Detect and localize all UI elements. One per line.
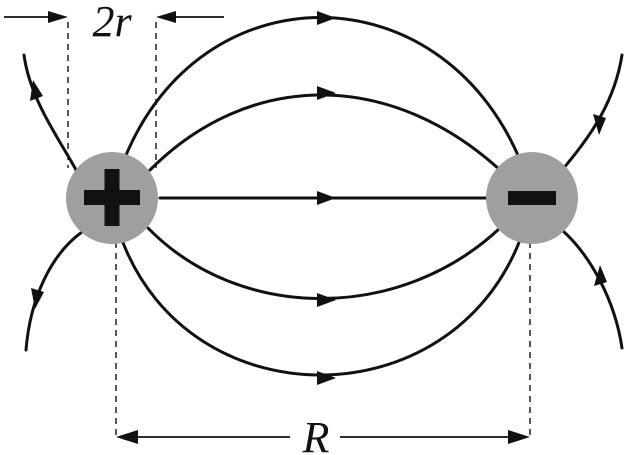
arrow-inner-bottom — [317, 293, 336, 307]
field-line-positive-lower-escape — [24, 230, 84, 352]
minus-bar — [508, 191, 556, 205]
positive-charge: + — [66, 152, 158, 244]
field-line-inner-top — [148, 93, 502, 172]
plus-vertical-bar — [104, 169, 120, 226]
separation-label: R — [302, 413, 330, 455]
arrow-center — [317, 191, 336, 205]
diameter-label: 2r — [92, 0, 132, 46]
arrow-negative-lower-arrival — [594, 265, 607, 286]
separation-arrow-right-head — [508, 430, 530, 444]
diameter-arrow-left-head — [48, 11, 68, 23]
arrow-negative-upper-arrival — [593, 114, 606, 135]
field-line-positive-upper-escape — [22, 53, 78, 172]
diameter-arrow-right-head — [156, 11, 176, 23]
diameter-dimension: 2r — [4, 0, 224, 46]
field-direction-arrows — [30, 11, 607, 385]
field-line-negative-lower-arrival — [560, 228, 624, 350]
field-line-negative-upper-arrival — [560, 53, 624, 172]
field-line-inner-bottom — [146, 226, 502, 300]
separation-dimension: R — [116, 413, 530, 455]
arrow-positive-upper-escape — [30, 80, 43, 101]
separation-arrow-left-head — [116, 430, 138, 444]
arrow-outer-bottom — [317, 371, 336, 385]
arrow-inner-top — [317, 86, 336, 100]
negative-charge: − — [486, 152, 578, 244]
arrow-positive-lower-escape — [31, 288, 44, 309]
arrow-outer-top — [317, 11, 336, 25]
